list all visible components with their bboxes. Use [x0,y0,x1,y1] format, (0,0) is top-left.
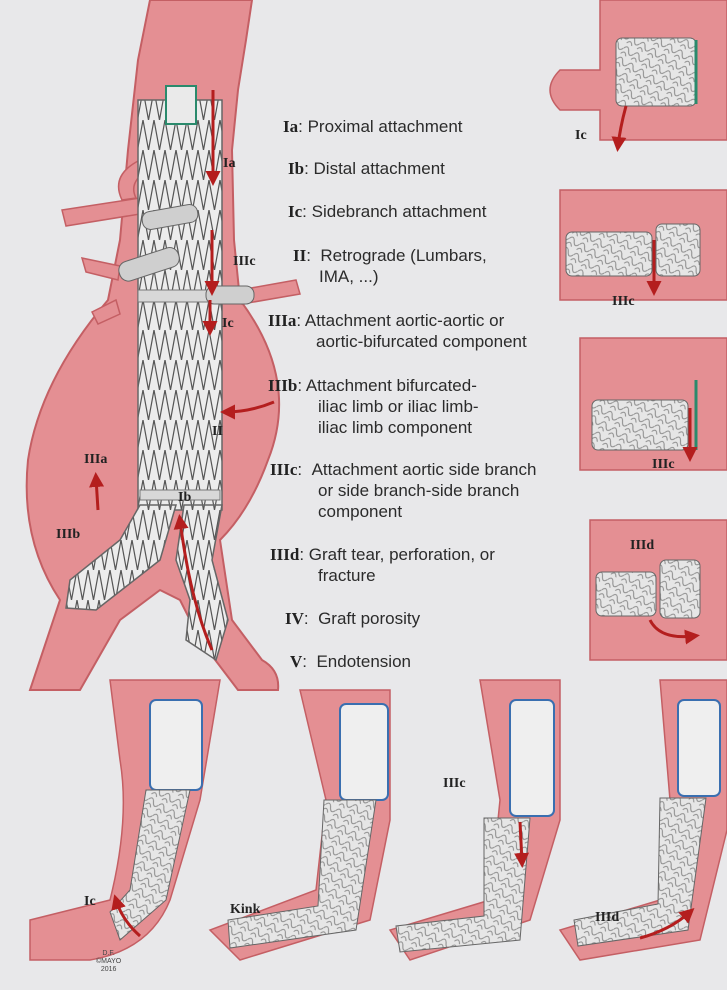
mayo-credit: D.F. ©MAYO 2016 [96,950,121,974]
legend-item-ia: Ia: Proximal attachment [283,116,463,137]
legend-item-iiib: IIIb: Attachment bifurcated- iliac limb … [268,375,477,396]
label-main-iiia: IIIa [84,452,107,468]
label-bottom-kink: Kink [230,902,260,918]
label-bottom-iiic: IIIc [443,776,466,792]
legend-item-iv: IV: Graft porosity [285,608,420,629]
label-side-ic: Ic [575,128,587,144]
legend-item-ib: Ib: Distal attachment [288,158,445,179]
label-main-ii: II [212,424,223,440]
label-bottom-ic: Ic [84,894,96,910]
label-bottom-iiid: IIId [595,910,619,926]
legend-item-v: V: Endotension [290,651,411,672]
label-main-ib: Ib [178,490,191,506]
legend-item-iiid: IIId: Graft tear, perforation, or fractu… [270,544,495,565]
legend-item-ic: Ic: Sidebranch attachment [288,201,486,222]
label-main-ic: Ic [222,316,234,332]
legend-item-iiia: IIIa: Attachment aortic-aortic or aortic… [268,310,504,331]
label-side-iiic-2: IIIc [652,457,675,473]
label-main-ia: Ia [223,156,235,172]
legend-item-iiic: IIIc: Attachment aortic side branch or s… [270,459,536,480]
label-side-iiic-1: IIIc [612,294,635,310]
legend-item-ii: II: Retrograde (Lumbars, IMA, ...) [293,245,487,266]
label-side-iiid: IIId [630,538,654,554]
label-main-iiic: IIIc [233,254,256,270]
label-main-iiib: IIIb [56,527,80,543]
